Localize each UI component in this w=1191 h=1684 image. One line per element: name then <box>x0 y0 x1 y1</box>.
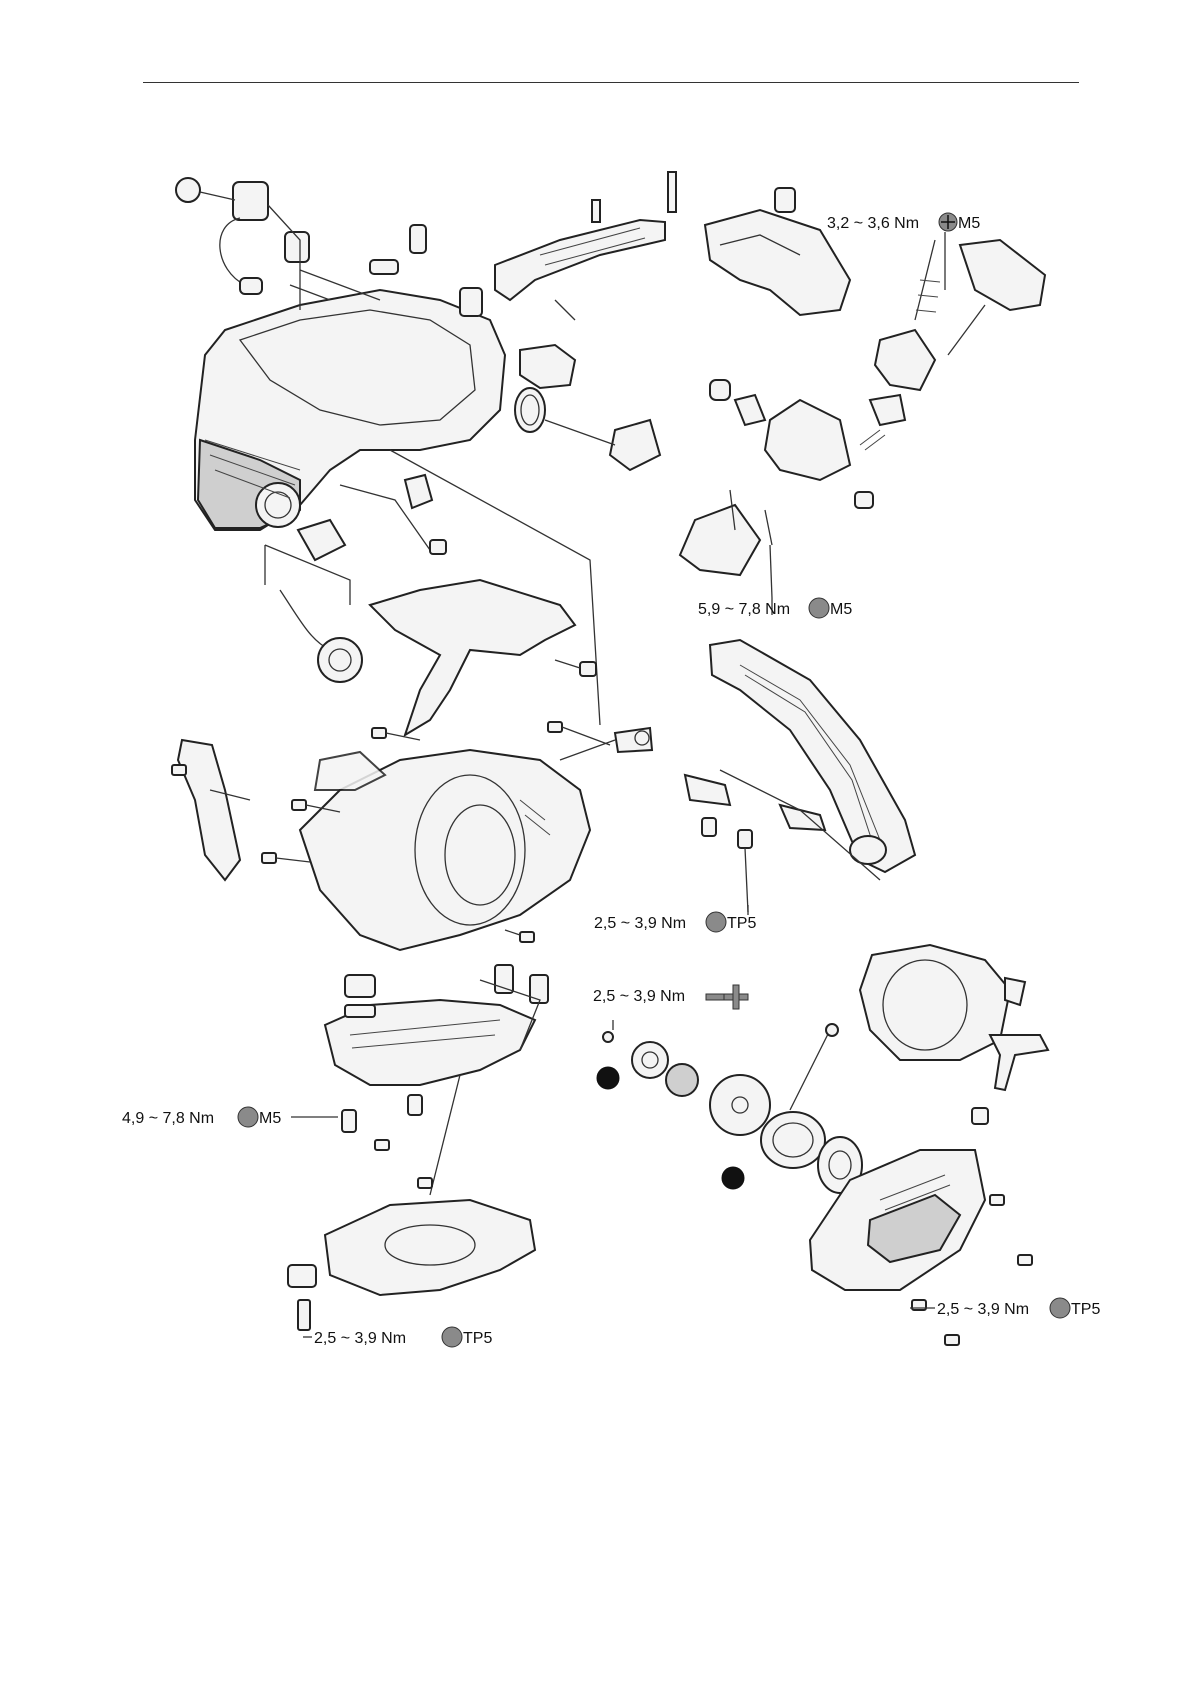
torque-label-t6: 2,5 ~ 3,9 Nm TP5 <box>314 1327 492 1347</box>
chain-brake-assembly <box>325 965 548 1195</box>
torque-value: 3,2 ~ 3,6 Nm <box>827 215 919 232</box>
grey-circle-icon <box>809 598 829 618</box>
grey-circle-icon <box>238 1107 258 1127</box>
torque-value: 2,5 ~ 3,9 Nm <box>593 988 685 1005</box>
torque-tool: TP5 <box>463 1330 492 1347</box>
intake-parts <box>515 345 660 470</box>
bottom-plate <box>288 1200 535 1330</box>
cylinder-cover <box>705 188 850 315</box>
torque-value: 2,5 ~ 3,9 Nm <box>594 915 686 932</box>
torque-tool: TP5 <box>727 915 756 932</box>
inner-frame <box>370 580 596 735</box>
torque-tool: M5 <box>830 601 852 618</box>
torque-value: 2,5 ~ 3,9 Nm <box>937 1301 1029 1318</box>
carburetor-assembly <box>680 240 1045 598</box>
torque-label-t5: 4,9 ~ 7,8 Nm M5 <box>122 1107 281 1127</box>
torque-tool: M5 <box>259 1110 281 1127</box>
torque-value: 4,9 ~ 7,8 Nm <box>122 1110 214 1127</box>
ignition-wiring <box>176 178 309 310</box>
torque-tool: M5 <box>958 215 980 232</box>
torque-label-t4: 2,5 ~ 3,9 Nm <box>593 985 748 1009</box>
torque-tool: TP5 <box>1071 1301 1100 1318</box>
torque-label-t1: 3,2 ~ 3,6 Nm M5 <box>827 213 980 232</box>
grey-circle-icon <box>442 1327 462 1347</box>
torque-value: 5,9 ~ 7,8 Nm <box>698 601 790 618</box>
top-handle <box>495 172 676 320</box>
torque-label-t3: 2,5 ~ 3,9 Nm TP5 <box>594 912 756 932</box>
minus-plus-icon <box>706 985 748 1009</box>
torque-label-t2: 5,9 ~ 7,8 Nm M5 <box>698 598 852 618</box>
main-housing-assembly <box>195 270 505 530</box>
torque-label-t7: 2,5 ~ 3,9 Nm TP5 <box>937 1298 1100 1318</box>
side-cover-plate <box>172 740 250 880</box>
grey-circle-icon <box>706 912 726 932</box>
grey-circle-icon <box>1050 1298 1070 1318</box>
torque-value: 2,5 ~ 3,9 Nm <box>314 1330 406 1347</box>
starter-assembly <box>597 945 1048 1345</box>
